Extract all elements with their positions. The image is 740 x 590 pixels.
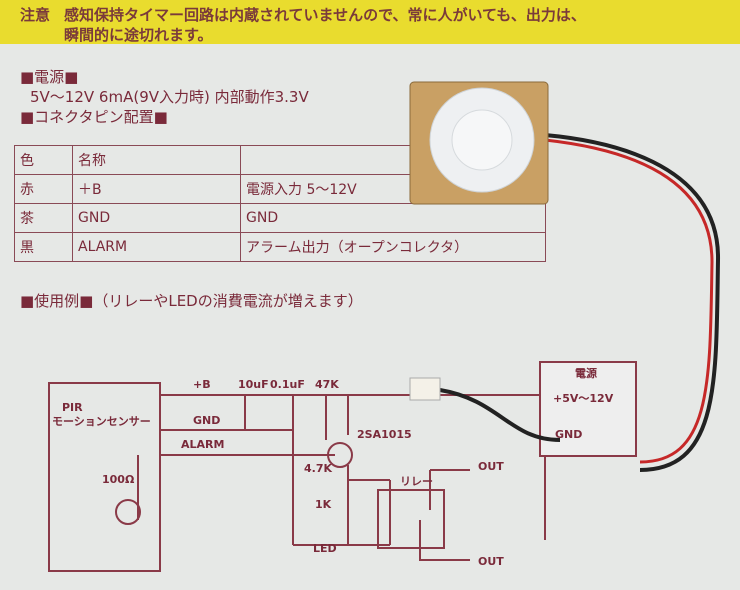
notice-label: 注意 — [20, 6, 51, 24]
relay-label: リレー — [400, 475, 433, 488]
out2-label: OUT — [478, 555, 504, 568]
led-label: LED — [313, 542, 337, 555]
transistor-label: 2SA1015 — [357, 428, 412, 441]
psu-gnd-label: GND — [555, 428, 582, 441]
power-spec: 5V～12V 6mA(9V入力時) 内部動作3.3V — [30, 88, 309, 106]
b-label: +B — [193, 378, 211, 391]
notice-line-1: 感知保持タイマー回路は内蔵されていませんので、常に人がいても、出力は、 — [64, 6, 586, 24]
pir-box — [48, 382, 161, 572]
pir-sensor-board — [409, 81, 721, 472]
sensor-label: モーションセンサー — [52, 415, 151, 428]
r1-label: 47K — [315, 378, 339, 391]
psu-label: 電源 — [575, 366, 597, 380]
pins-heading: ■コネクタピン配置■ — [20, 108, 168, 126]
alarm-label: ALARM — [181, 438, 224, 451]
r2-label: 4.7K — [304, 462, 332, 475]
power-supply-box — [539, 361, 637, 457]
power-heading: ■電源■ — [20, 68, 79, 86]
gnd-label: GND — [193, 414, 220, 427]
example-heading: ■使用例■（リレーやLEDの消費電流が増えます） — [20, 292, 363, 310]
c1-label: 10uF — [238, 378, 269, 391]
pir-label: PIR — [62, 401, 83, 414]
notice-banner — [0, 0, 740, 44]
notice-line-2: 瞬間的に途切れます。 — [64, 26, 213, 44]
connector — [409, 377, 441, 401]
r3-label: 1K — [315, 498, 332, 511]
r4-label: 100Ω — [102, 473, 135, 486]
psu-voltage-label: +5V～12V — [553, 392, 614, 405]
c2-label: 0.1uF — [270, 378, 305, 391]
out1-label: OUT — [478, 460, 504, 473]
